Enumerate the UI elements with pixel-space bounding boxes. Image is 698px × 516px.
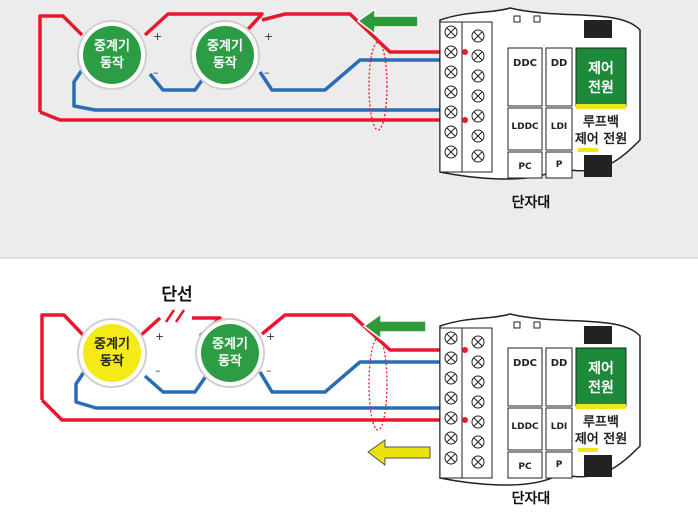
yellow-arrow-icon [367, 439, 431, 467]
module-hole [513, 15, 521, 23]
plus-sign: + [264, 30, 273, 43]
blue-wire [74, 371, 440, 410]
dd-label: DD [551, 358, 568, 369]
wire-bundle-highlight [368, 337, 388, 431]
minus-sign: – [155, 364, 161, 377]
ddc-label: DDC [513, 58, 537, 69]
green-arrow-icon [362, 312, 427, 341]
module-hole [513, 321, 521, 329]
screw-terminals [439, 327, 493, 479]
badge-top [584, 20, 612, 38]
minus-sign: – [153, 66, 159, 79]
control-power-line2: 전원 [588, 379, 614, 396]
wire-break-mark [164, 309, 186, 323]
control-power-line1: 제어 [588, 360, 614, 377]
red-wire [39, 110, 440, 122]
ldi-label: LDI [551, 422, 568, 432]
red-wire [261, 12, 440, 54]
ldi-label: LDI [551, 122, 568, 132]
loop-back-line2: 제어 전원 [575, 431, 627, 447]
red-wire [260, 313, 440, 352]
control-power-line2: 전원 [588, 79, 614, 96]
break-label: 단선 [161, 285, 192, 305]
red-wire [40, 398, 440, 422]
badge-bottom [584, 455, 612, 477]
red-wire [38, 14, 84, 112]
bottom-terminal-block: DDC DD LDDC LDI PC P 제어 전원 루프백 제어 전원 [439, 313, 641, 486]
green-arrow-icon [356, 7, 419, 36]
badge-bottom [584, 155, 612, 177]
loop-back-line1: 루프백 [583, 115, 619, 130]
bottom-wiring [40, 313, 440, 422]
red-wire [143, 12, 264, 40]
wire-bundle-highlight [368, 41, 388, 131]
relay-label-line1: 중계기 [212, 337, 248, 352]
p-label: P [556, 160, 563, 170]
relay-label-line1: 중계기 [94, 337, 130, 352]
control-power-box [575, 347, 627, 407]
relay-label-line1: 중계기 [94, 39, 130, 54]
red-wire [138, 316, 162, 338]
lddc-label: LDDC [511, 422, 539, 432]
top-terminal-block: DDC DD LDDC LDI PC P 제어 전원 루프백 제어 전원 [439, 7, 641, 180]
yellow-strip [576, 404, 626, 409]
terminal-dot [462, 417, 468, 423]
plus-sign: + [266, 330, 275, 343]
red-wire [40, 313, 86, 400]
lddc-label: LDDC [511, 122, 539, 132]
top-relay-1: 중계기 동작 [77, 20, 147, 90]
minus-sign: – [264, 66, 270, 79]
bottom-relay-1: 중계기 동작 [77, 318, 147, 388]
badge-top [584, 326, 612, 344]
ddc-label: DDC [513, 358, 537, 369]
module-hole [533, 15, 541, 23]
dd-label: DD [551, 58, 568, 69]
blue-wire [258, 360, 440, 394]
screw-terminals [439, 21, 493, 173]
blue-wire [148, 72, 207, 92]
terminal-block-label: 단자대 [512, 490, 551, 507]
terminal-dot [462, 117, 468, 123]
blue-wire [258, 58, 440, 92]
relay-label-line2: 동작 [100, 353, 124, 369]
terminal-dot [462, 347, 468, 353]
module-hole [533, 321, 541, 329]
pc-label: PC [518, 162, 532, 172]
control-power-box [575, 47, 627, 107]
yellow-strip [578, 448, 598, 452]
top-wiring [38, 12, 440, 122]
loop-back-line2: 제어 전원 [575, 131, 627, 147]
minus-sign: – [266, 364, 272, 377]
terminal-dot [462, 49, 468, 55]
terminal-block-label: 단자대 [512, 194, 551, 211]
p-label: P [556, 460, 563, 470]
plus-sign: + [153, 30, 162, 43]
relay-label-line2: 동작 [218, 353, 242, 369]
bottom-relay-2: 중계기 동작 [195, 318, 265, 388]
plus-sign: + [155, 330, 164, 343]
yellow-strip [576, 104, 626, 109]
blue-wire [143, 374, 208, 394]
top-relay-2: 중계기 동작 [190, 20, 260, 90]
relay-label-line2: 동작 [213, 55, 237, 71]
control-power-line1: 제어 [588, 60, 614, 77]
pc-label: PC [518, 462, 532, 472]
loop-back-line1: 루프백 [583, 415, 619, 430]
yellow-strip [578, 148, 598, 152]
blue-wire [72, 69, 440, 112]
relay-label-line1: 중계기 [207, 39, 243, 54]
relay-label-line2: 동작 [100, 55, 124, 71]
